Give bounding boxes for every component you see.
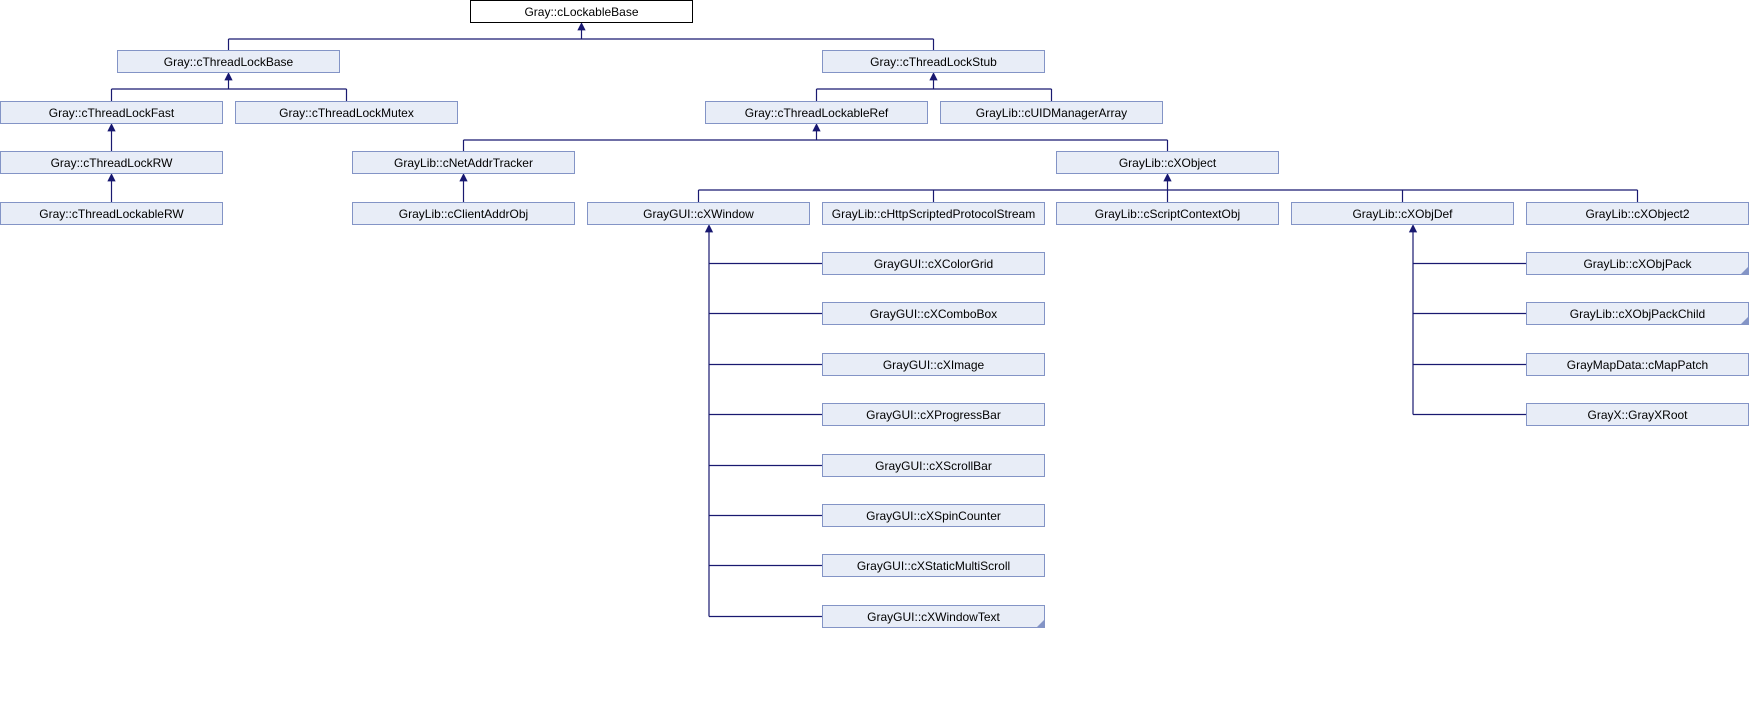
class-node-cXStaticMultiScroll[interactable]: GrayGUI::cXStaticMultiScroll (822, 554, 1045, 577)
edge-arrow-cThreadLockFast (107, 123, 116, 132)
class-node-cXObjDef[interactable]: GrayLib::cXObjDef (1291, 202, 1514, 225)
class-node-cXColorGrid[interactable]: GrayGUI::cXColorGrid (822, 252, 1045, 275)
class-node-cScriptContextObj[interactable]: GrayLib::cScriptContextObj (1056, 202, 1279, 225)
class-node-cThreadLockBase[interactable]: Gray::cThreadLockBase (117, 50, 340, 73)
class-node-cXComboBox[interactable]: GrayGUI::cXComboBox (822, 302, 1045, 325)
class-node-cThreadLockRW[interactable]: Gray::cThreadLockRW (0, 151, 223, 174)
class-node-cClientAddrObj[interactable]: GrayLib::cClientAddrObj (352, 202, 575, 225)
edge-arrow-cThreadLockRW (107, 173, 116, 182)
class-node-cXScrollBar[interactable]: GrayGUI::cXScrollBar (822, 454, 1045, 477)
edge-arrow-cXWindow (704, 224, 714, 233)
class-node-cUIDManagerArray[interactable]: GrayLib::cUIDManagerArray (940, 101, 1163, 124)
class-node-cNetAddrTracker[interactable]: GrayLib::cNetAddrTracker (352, 151, 575, 174)
class-node-cThreadLockableRW[interactable]: Gray::cThreadLockableRW (0, 202, 223, 225)
edge-arrow-cXObjDef (1408, 224, 1418, 233)
edge-arrow-cThreadLockBase (224, 72, 233, 81)
class-node-cMapPatch[interactable]: GrayMapData::cMapPatch (1526, 353, 1749, 376)
class-node-cThreadLockableRef[interactable]: Gray::cThreadLockableRef (705, 101, 928, 124)
class-node-cXObjPackChild[interactable]: GrayLib::cXObjPackChild (1526, 302, 1749, 325)
class-node-cHttpScriptedProtocolStream[interactable]: GrayLib::cHttpScriptedProtocolStream (822, 202, 1045, 225)
class-node-cThreadLockStub[interactable]: Gray::cThreadLockStub (822, 50, 1045, 73)
class-node-cThreadLockMutex[interactable]: Gray::cThreadLockMutex (235, 101, 458, 124)
class-node-cThreadLockFast[interactable]: Gray::cThreadLockFast (0, 101, 223, 124)
class-node-cXWindow[interactable]: GrayGUI::cXWindow (587, 202, 810, 225)
class-node-cXProgressBar[interactable]: GrayGUI::cXProgressBar (822, 403, 1045, 426)
class-node-cXObject[interactable]: GrayLib::cXObject (1056, 151, 1279, 174)
class-node-cLockableBase[interactable]: Gray::cLockableBase (470, 0, 693, 23)
class-node-cXObjPack[interactable]: GrayLib::cXObjPack (1526, 252, 1749, 275)
class-node-cXImage[interactable]: GrayGUI::cXImage (822, 353, 1045, 376)
class-node-cXSpinCounter[interactable]: GrayGUI::cXSpinCounter (822, 504, 1045, 527)
edge-arrow-cNetAddrTracker (459, 173, 468, 182)
edge-arrow-cXObject (1163, 173, 1172, 182)
class-node-cXWindowText[interactable]: GrayGUI::cXWindowText (822, 605, 1045, 628)
class-node-GrayXRoot[interactable]: GrayX::GrayXRoot (1526, 403, 1749, 426)
edge-arrow-cLockableBase (577, 22, 586, 31)
edge-arrow-cThreadLockableRef (812, 123, 821, 132)
class-node-cXObject2[interactable]: GrayLib::cXObject2 (1526, 202, 1749, 225)
edge-arrow-cThreadLockStub (929, 72, 938, 81)
